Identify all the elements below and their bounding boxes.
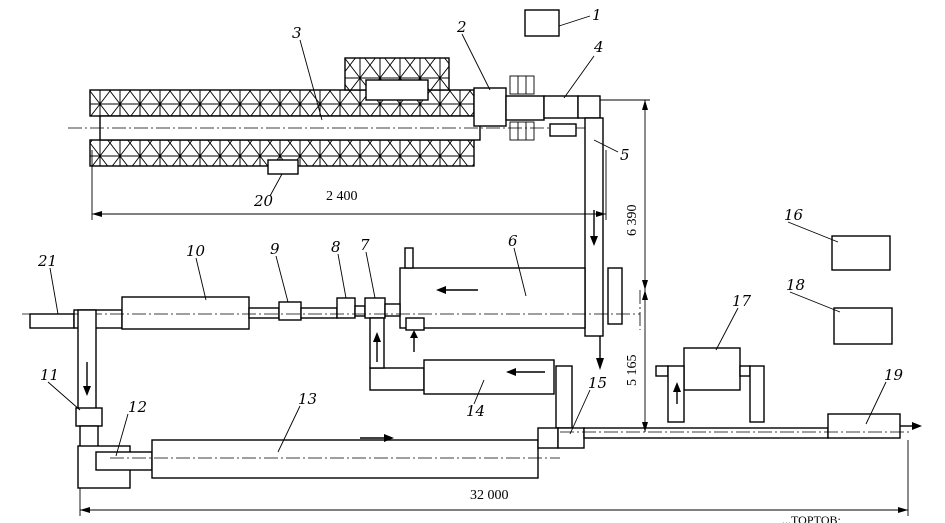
label-8: 8 — [331, 238, 341, 256]
label-2: 2 — [456, 18, 467, 36]
label-4: 4 — [593, 38, 604, 56]
label-12: 12 — [128, 398, 147, 416]
dim-total-length: 32 000 — [470, 488, 509, 503]
label-7: 7 — [360, 236, 370, 254]
leader-lines — [47, 33, 887, 457]
label-1: 1 — [592, 6, 602, 24]
dim-vertical-lower: 5 165 — [625, 355, 640, 387]
label-14: 14 — [466, 402, 485, 420]
label-9: 9 — [270, 240, 280, 258]
footer-caption: ...ТОРТОВ; — [782, 513, 841, 523]
box-20 — [267, 159, 299, 175]
chute-5 — [584, 117, 604, 370]
dimension-labels: 2 400 6 390 5 165 32 000 — [326, 189, 640, 503]
unit-17 — [655, 347, 765, 423]
box-16 — [831, 235, 891, 271]
label-19: 19 — [884, 366, 904, 384]
unit-2 — [473, 75, 545, 141]
conveyor-14 — [369, 317, 573, 429]
label-16: 16 — [784, 206, 804, 224]
footer-text: ...ТОРТОВ; — [782, 513, 841, 523]
dim-vertical-upper: 6 390 — [625, 205, 640, 237]
part-labels: 1 2 3 4 5 6 7 8 9 10 11 12 13 14 15 16 1… — [37, 6, 904, 420]
label-17: 17 — [732, 292, 752, 310]
label-18: 18 — [786, 276, 805, 294]
label-15: 15 — [588, 374, 607, 392]
label-21: 21 — [37, 252, 57, 270]
unit-4 — [543, 95, 601, 137]
cooling-conveyor-3 — [68, 57, 600, 167]
box-1 — [524, 9, 591, 37]
main-conveyor-13 — [95, 413, 922, 479]
box-18 — [833, 307, 893, 345]
label-3: 3 — [292, 24, 302, 42]
label-11: 11 — [40, 366, 59, 384]
dimension-lines — [79, 99, 909, 516]
dim-top-length: 2 400 — [326, 189, 358, 204]
label-20: 20 — [253, 192, 274, 210]
label-10: 10 — [186, 242, 206, 260]
label-5: 5 — [620, 146, 630, 164]
cooling-tunnel-6 — [399, 247, 623, 352]
label-13: 13 — [298, 390, 317, 408]
label-6: 6 — [508, 232, 518, 250]
